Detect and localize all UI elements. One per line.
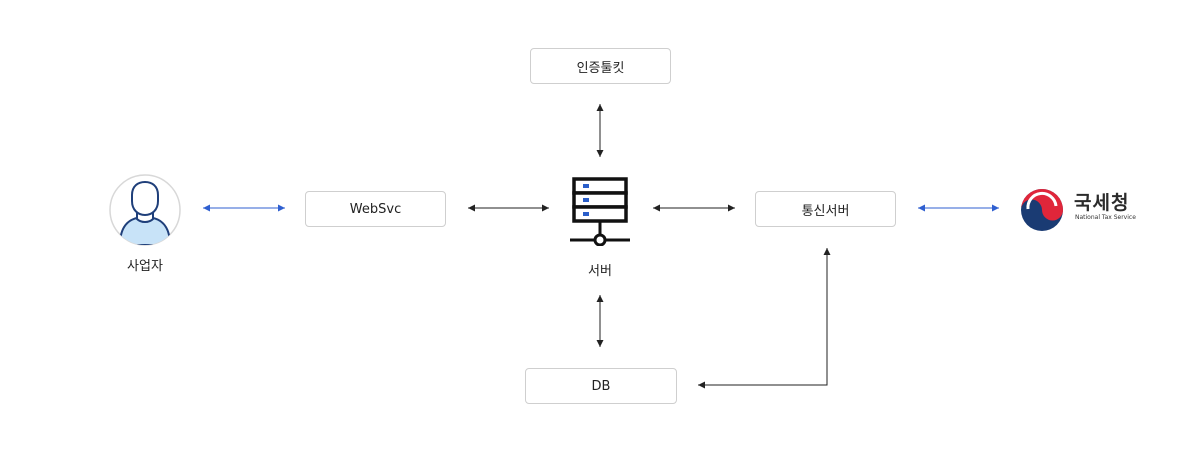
db-label: DB [591,378,611,394]
websvc-label: WebSvc [349,201,402,217]
toolkit-label: 인증툴킷 [576,60,625,76]
user-icon [109,174,181,246]
nts-emblem-icon [1021,189,1063,231]
arrow-commserver-db [698,248,831,389]
server-label: 서버 [588,264,612,279]
server-icon [570,177,630,246]
websvc-box: WebSvc [305,191,446,227]
nts-name-ko: 국세청 [1074,192,1130,214]
comm-server-box: 통신서버 [755,191,896,227]
comm-server-label: 통신서버 [801,203,850,219]
db-box: DB [525,368,677,404]
toolkit-box: 인증툴킷 [530,48,671,84]
nts-name-en: National Tax Service [1075,214,1136,221]
user-label: 사업자 [127,259,163,274]
